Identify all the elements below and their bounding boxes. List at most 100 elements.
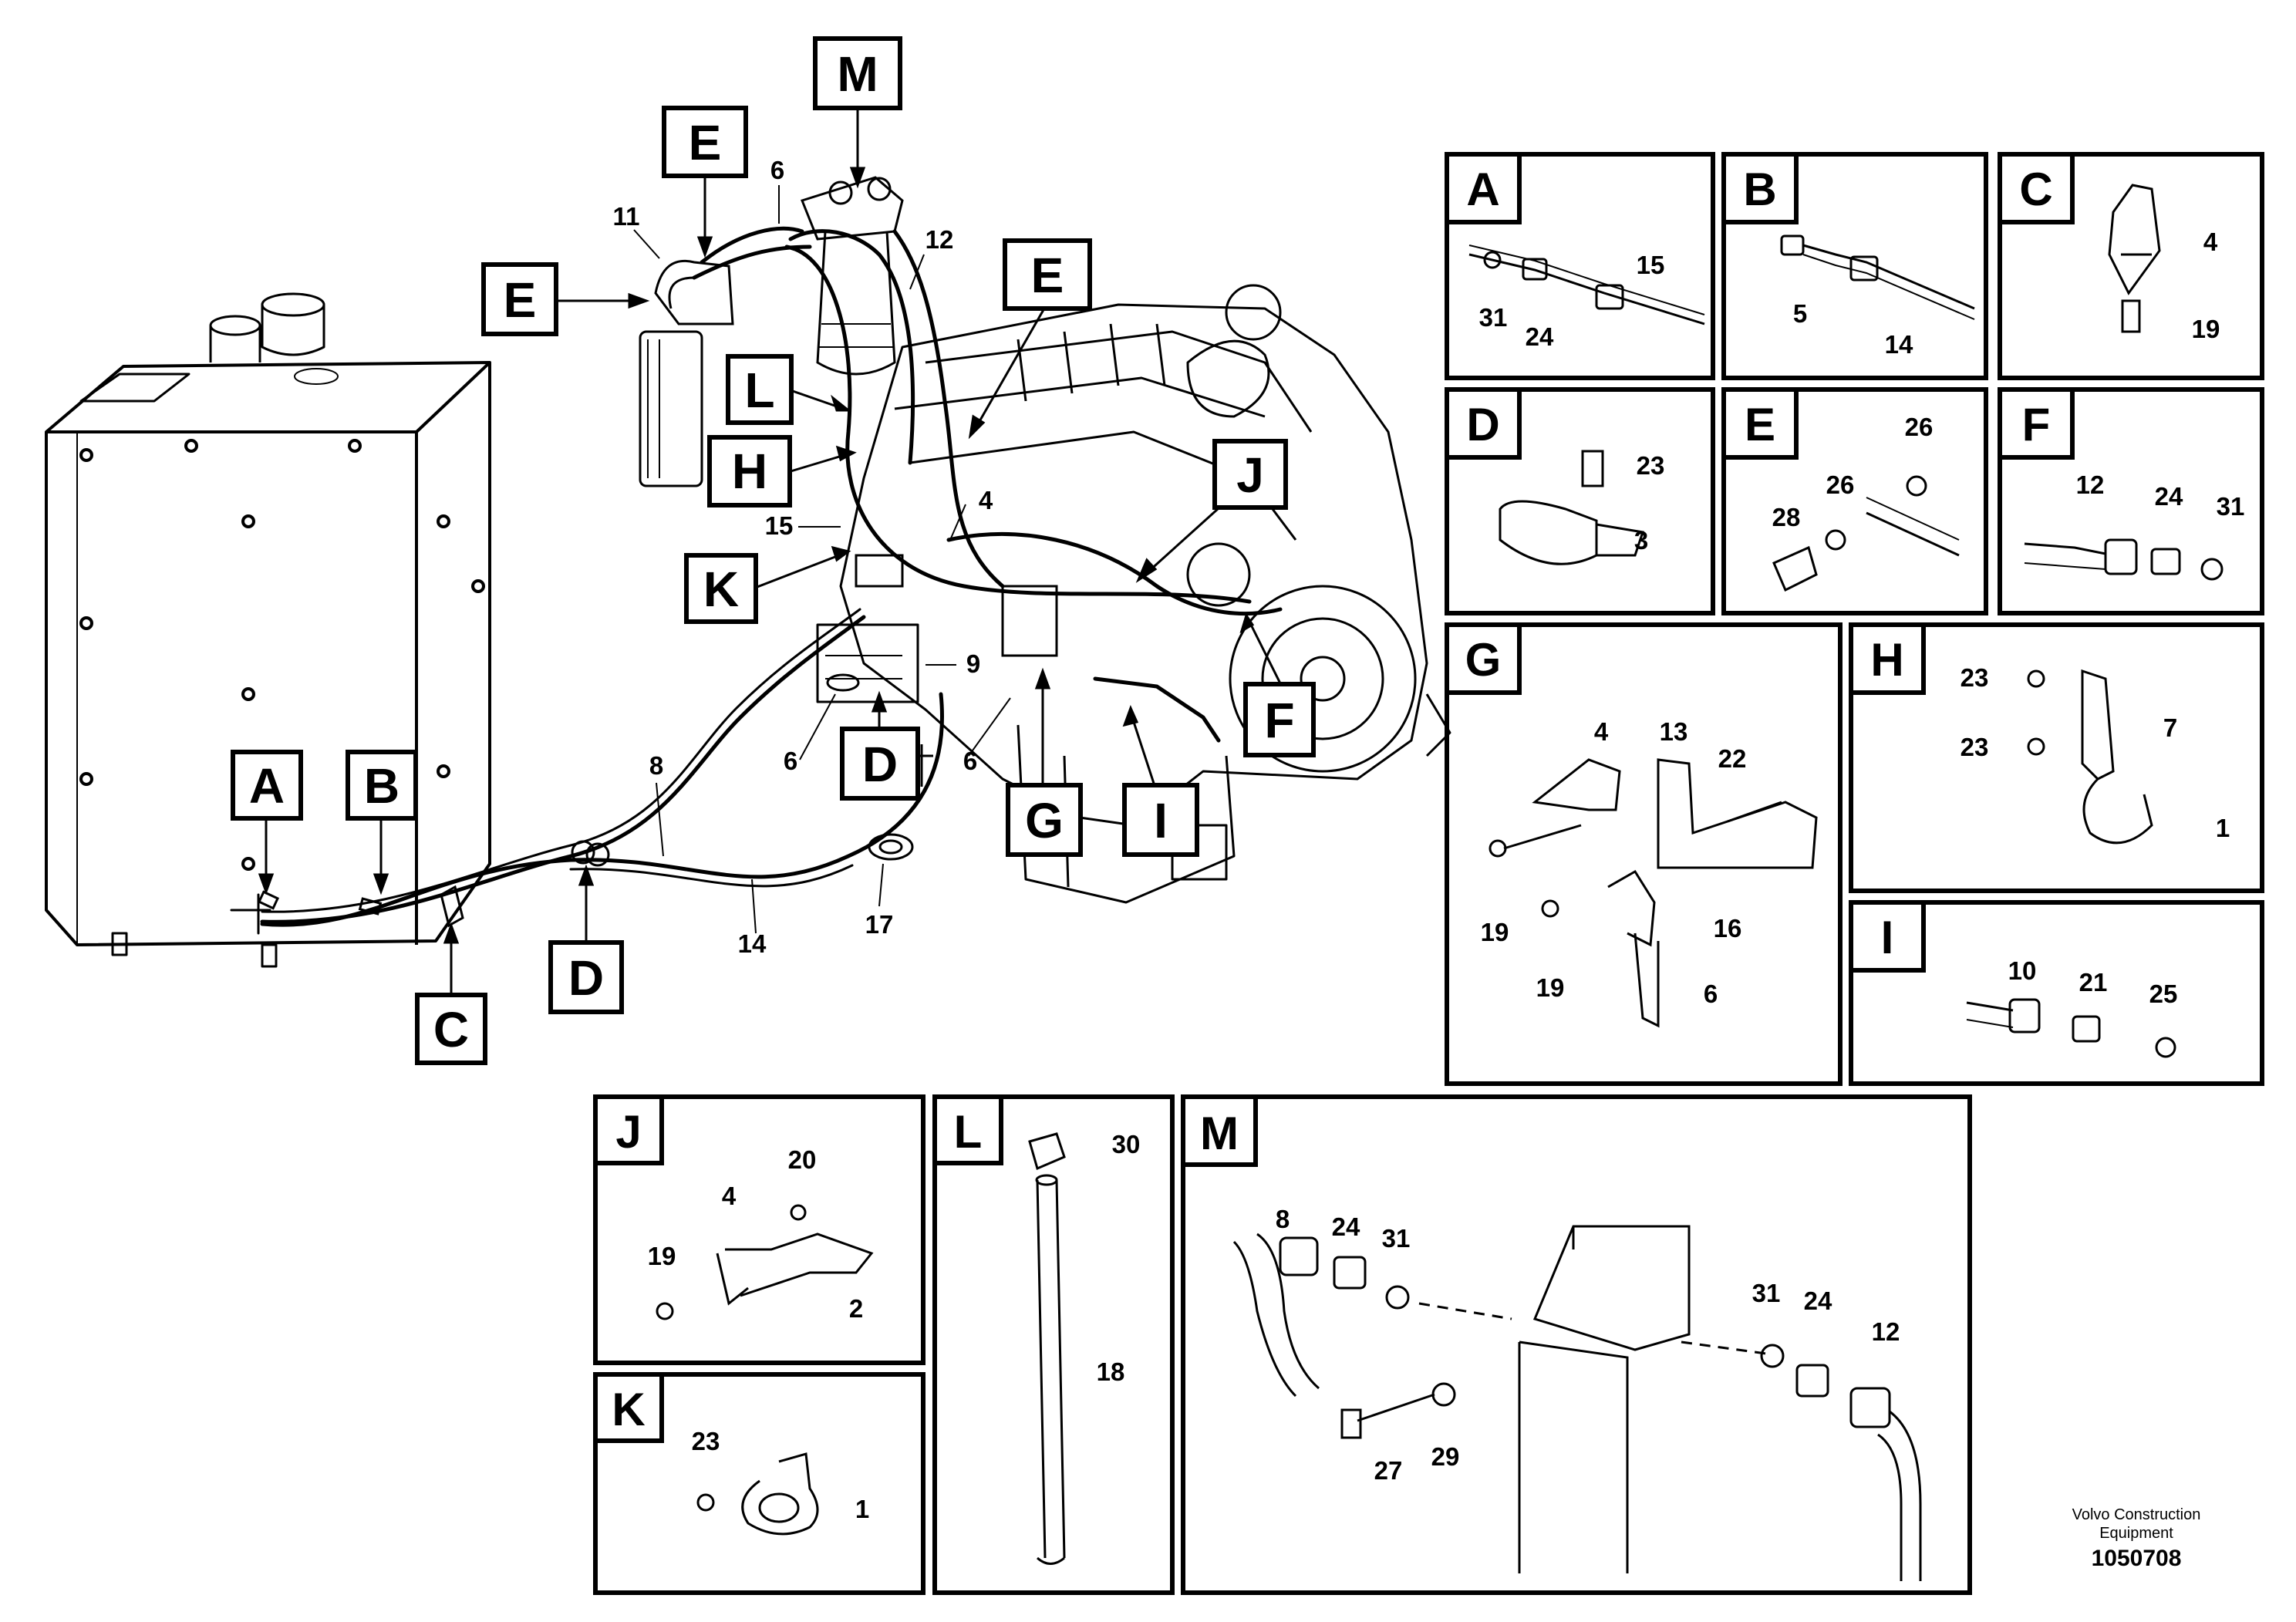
panel-C: C 4 19 bbox=[1998, 152, 2264, 380]
part-num: 19 bbox=[1536, 973, 1565, 1002]
panel-G: G 4 13 22 19 16 19 6 bbox=[1445, 622, 1843, 1086]
part-num: 25 bbox=[2149, 980, 2178, 1008]
svg-text:K: K bbox=[703, 561, 739, 617]
tank-line-fittings bbox=[257, 885, 464, 928]
callout-E-right: E bbox=[1003, 238, 1092, 311]
part-num: 4 bbox=[2203, 228, 2218, 256]
part-num: 9 bbox=[966, 649, 980, 678]
panel-label: J bbox=[615, 1106, 641, 1158]
part-num: 23 bbox=[692, 1427, 720, 1455]
part-num: 23 bbox=[1961, 733, 1989, 761]
panel-label: K bbox=[612, 1384, 645, 1435]
part-num: 6 bbox=[770, 156, 784, 184]
part-num: 19 bbox=[648, 1242, 676, 1270]
callout-D-upper: D bbox=[840, 727, 920, 801]
callout-C: C bbox=[415, 993, 487, 1065]
main-callouts: M E E E L H K J bbox=[231, 36, 1316, 1065]
part-num: 24 bbox=[1332, 1212, 1360, 1241]
part-num: 19 bbox=[1481, 918, 1509, 946]
part-num: 10 bbox=[2008, 956, 2037, 985]
fuel-tank bbox=[45, 292, 491, 968]
fuel-lines bbox=[230, 226, 1283, 935]
panel-label: D bbox=[1466, 399, 1499, 450]
part-num: 27 bbox=[1374, 1456, 1403, 1485]
callout-L: L bbox=[726, 354, 794, 425]
panel-J: J 20 4 19 2 bbox=[593, 1094, 925, 1365]
svg-text:D: D bbox=[568, 950, 604, 1006]
svg-text:D: D bbox=[862, 737, 898, 792]
callout-K: K bbox=[684, 553, 758, 624]
part-num: 4 bbox=[1594, 717, 1609, 746]
panel-label: I bbox=[1881, 912, 1894, 963]
panel-F: F 12 24 31 bbox=[1998, 387, 2264, 615]
panel-D: D 23 3 bbox=[1445, 387, 1715, 615]
panel-label: B bbox=[1743, 164, 1776, 215]
panel-label: M bbox=[1200, 1108, 1239, 1159]
svg-text:L: L bbox=[744, 363, 774, 418]
part-num: 30 bbox=[1112, 1130, 1141, 1158]
svg-text:I: I bbox=[1154, 793, 1168, 848]
leader-lines bbox=[258, 108, 1283, 1003]
part-num: 4 bbox=[722, 1182, 737, 1210]
panel-A: A 15 31 24 bbox=[1445, 152, 1715, 380]
part-num: 4 bbox=[979, 486, 993, 514]
part-num: 19 bbox=[2192, 315, 2220, 343]
svg-text:G: G bbox=[1025, 793, 1064, 848]
panel-label: A bbox=[1466, 164, 1499, 215]
svg-text:A: A bbox=[249, 758, 285, 814]
part-num: 26 bbox=[1826, 470, 1855, 499]
part-num: 31 bbox=[1382, 1224, 1411, 1253]
svg-text:F: F bbox=[1264, 693, 1294, 748]
svg-text:C: C bbox=[433, 1002, 469, 1057]
footer: Volvo Construction Equipment 1050708 bbox=[2072, 1506, 2201, 1571]
svg-text:E: E bbox=[504, 272, 537, 328]
part-num: 20 bbox=[788, 1145, 817, 1174]
svg-text:B: B bbox=[364, 758, 400, 814]
part-num: 1 bbox=[2216, 814, 2230, 842]
part-num: 18 bbox=[1097, 1357, 1125, 1386]
part-num: 11 bbox=[613, 202, 640, 231]
part-num: 29 bbox=[1431, 1442, 1460, 1471]
part-num: 13 bbox=[1660, 717, 1688, 746]
part-num: 14 bbox=[1885, 330, 1913, 359]
svg-text:H: H bbox=[732, 443, 767, 499]
part-num: 24 bbox=[1526, 322, 1554, 351]
part-num: 16 bbox=[1714, 914, 1742, 943]
part-num: 6 bbox=[963, 747, 977, 775]
part-num: 7 bbox=[2163, 713, 2177, 742]
callout-I: I bbox=[1122, 783, 1199, 857]
callout-A: A bbox=[231, 750, 303, 821]
part-num: 15 bbox=[765, 511, 794, 540]
panel-B: B 5 14 bbox=[1721, 152, 1988, 380]
part-num: 6 bbox=[784, 747, 797, 775]
part-num: 2 bbox=[849, 1294, 863, 1323]
part-num: 1 bbox=[855, 1495, 869, 1523]
panel-label: C bbox=[2019, 164, 2052, 215]
panel-I: I 10 21 25 bbox=[1849, 900, 2264, 1086]
panel-label: F bbox=[2022, 399, 2051, 450]
part-num: 12 bbox=[925, 225, 954, 254]
part-num: 8 bbox=[1276, 1205, 1290, 1233]
svg-text:M: M bbox=[837, 46, 878, 102]
part-num: 12 bbox=[2076, 470, 2105, 499]
callout-E-top: E bbox=[662, 106, 748, 178]
panel-M: M 8 24 31 bbox=[1181, 1094, 1972, 1595]
svg-text:J: J bbox=[1236, 447, 1264, 503]
part-num: 24 bbox=[1804, 1286, 1832, 1315]
svg-text:E: E bbox=[689, 115, 722, 170]
part-num: 14 bbox=[738, 929, 767, 958]
part-num: 31 bbox=[1752, 1279, 1781, 1307]
callout-D-lower: D bbox=[548, 940, 624, 1014]
panel-label: L bbox=[954, 1106, 983, 1158]
part-num: 12 bbox=[1872, 1317, 1900, 1346]
fuel-filter-assembly bbox=[639, 259, 734, 487]
callout-B: B bbox=[346, 750, 418, 821]
part-num: 23 bbox=[1637, 451, 1665, 480]
callout-G: G bbox=[1006, 783, 1083, 857]
panel-E: E 26 26 28 bbox=[1721, 387, 1988, 615]
part-num: 31 bbox=[1479, 303, 1508, 332]
credit-line-2: Equipment bbox=[2099, 1525, 2173, 1542]
callout-E-left: E bbox=[481, 262, 558, 336]
part-num: 31 bbox=[2217, 492, 2245, 521]
part-num: 6 bbox=[1704, 980, 1718, 1008]
